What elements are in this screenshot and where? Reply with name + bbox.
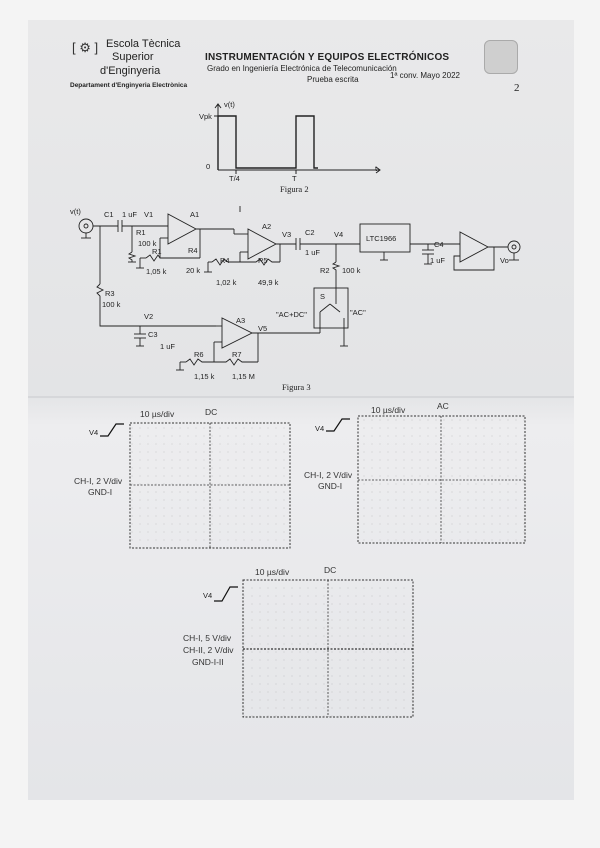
fig2-amplitude-label: Vpk [199,112,212,121]
degree-name: Grado en Ingeniería Electrónica de Telec… [207,64,397,73]
school-name-line1: Escola Tècnica [106,38,181,50]
fig3-r1-label: R1 [136,228,146,237]
scope2-mode: AC [437,401,449,411]
fig3-caption: Figura 3 [282,382,311,392]
fig3-v3-label: V3 [282,230,292,239]
exam-session: 1ª conv. Mayo 2022 [390,71,460,80]
fig3-c2-label: C2 [305,228,315,237]
fig3-r3-label: R3 [105,289,115,298]
department-name: Departament d'Enginyeria Electrònica [70,82,188,89]
paper-fold [28,396,574,398]
scope1-grid [129,422,291,549]
scope3-ch-line2: CH-II, 2 V/div [183,645,234,655]
scope3-mode: DC [324,565,337,575]
fig3-v1-label: V1 [144,210,154,219]
fig3-switch-label: S [320,292,326,301]
fig3-a3-label: A3 [236,316,246,325]
university-seal-icon [484,40,518,74]
fig2-y-label: v(t) [224,100,235,109]
fig3-c2-value: 1 uF [305,248,321,257]
fig3-r2-value: 100 k [342,266,361,275]
fig3-r5-value: 49,9 k [258,278,279,287]
scope3-ch-line1: CH-I, 5 V/div [183,633,232,643]
scope1-trigger: V4 [89,428,99,437]
scope3-grid [242,579,414,718]
scope2-ch-line2: GND-I [318,481,343,491]
fig2-t-label: T [292,174,297,183]
fig3-c3-value: 1 uF [160,342,176,351]
scope2-trigger: V4 [315,424,325,433]
scope1-timebase: 10 µs/div [140,409,175,419]
scope3-timebase: 10 µs/div [255,567,290,577]
fig3-c1-value: 1 uF [122,210,138,219]
fig3-acdc-label: "AC+DC" [276,310,307,319]
fig3-source-label: v(t) [70,207,81,216]
school-name-line2: Superior [112,51,154,63]
fig3-a2-label: A2 [262,222,272,231]
fig3-r2-label: R2 [320,266,330,275]
fig3-r4b-label: R4 [220,256,230,265]
fig2-x-label: t [375,164,378,173]
fig3-a1-label: A1 [190,210,200,219]
fig3-r4a-label: R4 [188,246,198,255]
scope1-mode: DC [205,407,218,417]
fig3-vo-label: Vo [500,256,509,265]
scope2-grid [357,415,526,544]
fig3-ac-label: "AC" [350,308,366,317]
fig3-r1b-label: R1 [152,247,162,256]
fig3-r4a-value: 20 k [186,266,201,275]
course-title: INSTRUMENTACIÓN Y EQUIPOS ELECTRÓNICOS [205,52,450,63]
fig3-r5-label: R5 [258,256,268,265]
fig3-r7-value: 1,15 M [232,372,255,381]
scope1-ch-line1: CH-I, 2 V/div [74,476,123,486]
fig3-c4-value: 1 uF [430,256,446,265]
fig3-r7-label: R7 [232,350,242,359]
school-logo-icon: [ ⚙ ] [72,40,99,55]
fig3-r6-label: R6 [194,350,204,359]
fig3-r1-value: 100 k [138,239,157,248]
fig2-zero-label: 0 [206,162,211,171]
trigger-icons [100,418,350,602]
fig3-r1b-value: 1,05 k [146,267,167,276]
fig3-v5-label: V5 [258,324,268,333]
fig2-caption: Figura 2 [280,184,309,194]
scope2-timebase: 10 µs/div [371,405,406,415]
fig3-v4-label: V4 [334,230,344,239]
exam-type: Prueba escrita [307,75,359,84]
fig3-r6-value: 1,15 k [194,372,215,381]
fig3-c4-label: C4 [434,240,444,249]
scope3-trigger: V4 [203,591,213,600]
fig3-r4b-value: 1,02 k [216,278,237,287]
fig3-v2-label: V2 [144,312,154,321]
page-number: 2 [514,82,520,94]
scope2-ch-line1: CH-I, 2 V/div [304,470,353,480]
school-name-line3: d'Enginyeria [100,65,161,77]
fig3-ltc-label: LTC1966 [366,234,397,243]
scope3-ch-line3: GND-I-II [192,657,224,667]
fig3-c1-label: C1 [104,210,114,219]
fig3-r3-value: 100 k [102,300,121,309]
scope1-ch-line2: GND-I [88,487,113,497]
fig3-c3-label: C3 [148,330,158,339]
fig2-tquarter-label: T/4 [229,174,240,183]
